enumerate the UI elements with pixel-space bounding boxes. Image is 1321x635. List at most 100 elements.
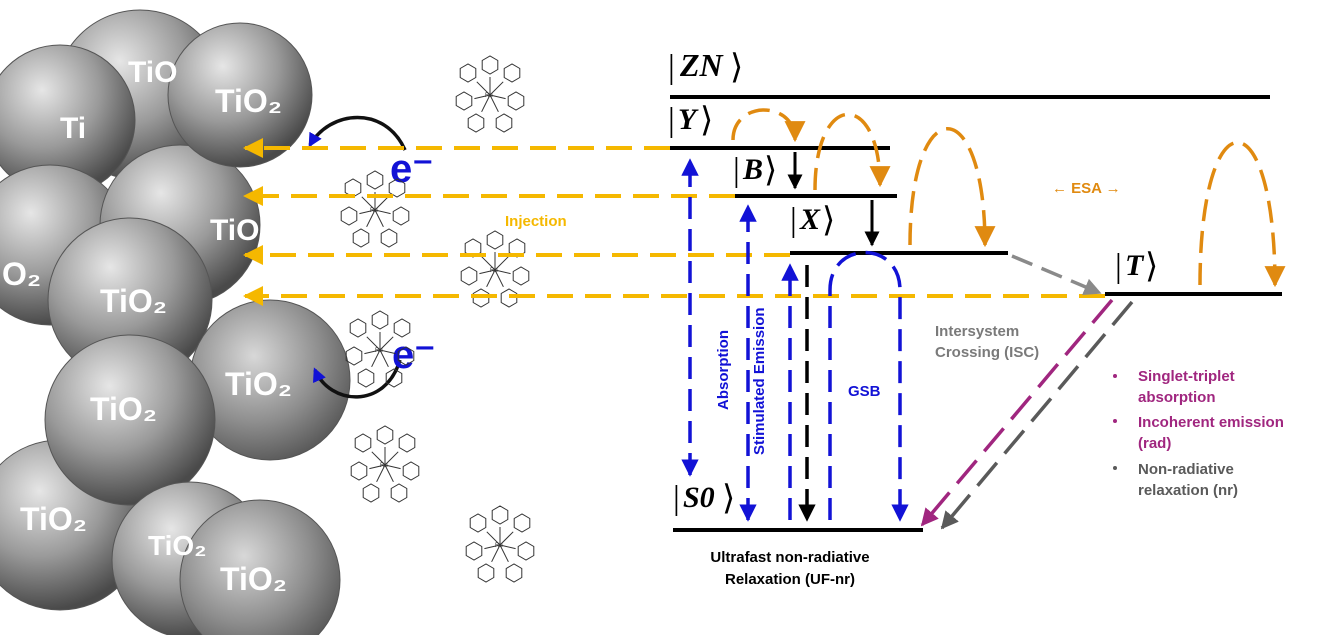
svg-text:|: |	[668, 49, 675, 86]
tio2-label: TiO₂	[225, 366, 292, 402]
legend-item-3-line2: relaxation (nr)	[1138, 482, 1238, 499]
pyridine-ring	[512, 266, 530, 286]
svg-text:X: X	[799, 203, 821, 236]
coordination-bond	[384, 451, 399, 466]
legend-item-1-line1: Singlet-triplet	[1138, 368, 1235, 385]
svg-text:|: |	[668, 102, 675, 139]
tio2-label: Ti	[60, 112, 86, 145]
tio2-label: TiO₂	[148, 530, 207, 561]
coordination-bond	[491, 544, 501, 563]
svg-text:⟩: ⟩	[822, 202, 835, 239]
tio2-label: TiO₂	[90, 391, 157, 427]
pyridine-ring	[385, 368, 403, 388]
gsb-arrow	[828, 250, 909, 522]
legend-bullet	[1113, 374, 1117, 378]
tio2-label: TiO₂	[20, 501, 87, 537]
coordination-bond	[474, 94, 491, 100]
pyridine-ring	[371, 310, 389, 330]
coordination-bond	[366, 209, 376, 228]
pyridine-ring	[503, 63, 521, 83]
gsb-label: GSB	[848, 383, 881, 400]
pyridine-ring	[376, 425, 394, 445]
pyridine-ring	[459, 63, 477, 83]
coordination-bond	[366, 336, 381, 351]
coordination-bond	[476, 81, 491, 96]
pyridine-ring	[491, 505, 509, 525]
pyridine-ring	[362, 483, 380, 503]
pyridine-ring	[390, 483, 408, 503]
isc-label-line1: Intersystem	[935, 323, 1019, 340]
injection-label: Injection	[505, 213, 567, 230]
coordination-bond	[479, 269, 496, 275]
state-zn: | ZN ⟩	[668, 47, 743, 86]
pyridine-ring	[481, 55, 499, 75]
pyridine-ring	[513, 513, 531, 533]
stimulated-emission-label: Stimulated Emission	[751, 307, 768, 455]
isc-label-line2: Crossing (ISC)	[935, 344, 1039, 361]
legend-item-2-line1: Incoherent emission	[1138, 414, 1284, 431]
legend-bullet	[1113, 419, 1117, 423]
ru-center-label: Ru	[485, 93, 493, 99]
ru-center-label: Ru	[495, 543, 503, 549]
ru-center-label: Ru	[490, 268, 498, 274]
pyridine-ring	[398, 433, 416, 453]
coordination-bond	[494, 269, 504, 288]
coordination-bond	[379, 349, 396, 355]
coordination-bond	[494, 256, 509, 271]
pyridine-ring	[455, 91, 473, 111]
ru-center-label: Ru	[380, 463, 388, 469]
singlet-triplet-arrow	[920, 298, 1114, 527]
pyridine-ring	[507, 91, 525, 111]
ru-dye-molecule: Ru	[455, 55, 525, 133]
pyridine-ring	[397, 346, 415, 366]
tio2-label: O₂	[2, 256, 41, 292]
svg-text:⟩: ⟩	[1145, 248, 1158, 285]
pyridine-ring	[352, 228, 370, 248]
coordination-bond	[374, 196, 389, 211]
pyridine-ring	[517, 541, 535, 561]
ufnr-label-line1: Ultrafast non-radiative	[710, 549, 869, 566]
coordination-bond	[374, 209, 391, 215]
pyridine-ring	[380, 228, 398, 248]
pyridine-ring	[357, 368, 375, 388]
tio2-label: TiO	[128, 56, 177, 89]
svg-text:S0: S0	[683, 481, 715, 514]
tio2-label: TiO₂	[215, 83, 282, 119]
legend: Singlet-triplet absorption Incoherent em…	[1113, 368, 1284, 499]
coordination-bond	[384, 464, 394, 483]
ru-center-label: Ru	[370, 208, 378, 214]
legend-item-2-line2: (rad)	[1138, 435, 1171, 452]
pyridine-ring	[465, 541, 483, 561]
ru-dye-molecule: Ru	[460, 230, 530, 308]
pyridine-ring	[402, 461, 420, 481]
state-x: | X ⟩	[790, 202, 835, 239]
injection-arrows	[243, 138, 1105, 306]
pyridine-ring	[388, 178, 406, 198]
svg-text:T: T	[1125, 249, 1145, 282]
coordination-bond	[484, 544, 501, 550]
coordination-bond	[481, 94, 491, 113]
legend-item-1-line2: absorption	[1138, 389, 1216, 406]
coordination-bond	[384, 464, 401, 470]
svg-text:⟩: ⟩	[722, 480, 735, 517]
coordination-bond	[481, 256, 496, 271]
blue-transitions	[681, 158, 909, 522]
absorption-label: Absorption	[715, 330, 732, 410]
svg-text:|: |	[790, 202, 797, 239]
tio2-nanoparticles: TiO Ti TiO₂ TiO₂ O₂ TiO₂ TiO₂ TiO₂ TiO₂ …	[0, 9, 351, 635]
pyridine-ring	[349, 318, 367, 338]
legend-bullet	[1113, 466, 1117, 470]
state-t: | T ⟩	[1115, 248, 1158, 285]
relaxation-arrows	[787, 152, 880, 247]
tio2-label: TiO₂	[100, 283, 167, 319]
coordination-bond	[369, 464, 386, 470]
ru-dye-molecule: Ru	[345, 310, 415, 388]
state-b: | B ⟩	[733, 152, 777, 189]
coordination-bond	[486, 531, 501, 546]
energy-levels	[670, 95, 1282, 532]
coordination-bond	[499, 544, 509, 563]
pyridine-ring	[495, 113, 513, 133]
coordination-bond	[379, 349, 389, 368]
coordination-bond	[489, 81, 504, 96]
